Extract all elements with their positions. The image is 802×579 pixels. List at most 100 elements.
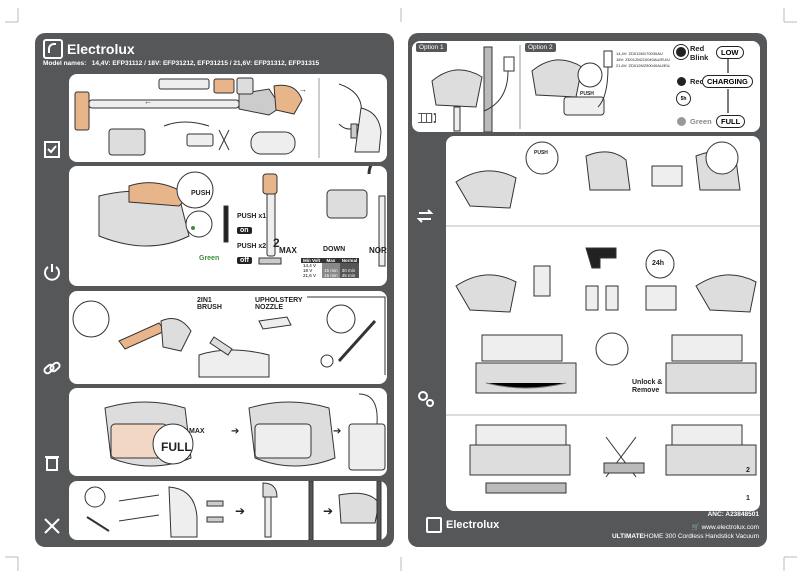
footer-website: 🛒 www.electrolux.com (692, 523, 759, 531)
svg-text:➔: ➔ (323, 504, 333, 518)
checklist-icon (39, 136, 65, 162)
tools-icon (39, 513, 65, 539)
mode-badge-2: 2 (273, 236, 280, 250)
filter-illustration (446, 141, 760, 313)
empty-full-label: FULL (161, 440, 192, 454)
model-label: Model names: (43, 60, 87, 67)
model-list: 14,4V: EFP31112 / 18V: EFP31212, EFP3121… (91, 60, 320, 67)
panel-empty: ➔ ➔ MAX FULL (69, 388, 387, 476)
power-symbol-icon (44, 264, 60, 281)
down-label: DOWN (323, 246, 346, 253)
led-blink-icon (676, 47, 686, 57)
step-1-label: 1 (746, 495, 750, 502)
timer-icon: 5h (676, 91, 691, 106)
anc-code: ANC: A23848501 (707, 511, 759, 518)
push-twice-label: PUSH x2 (237, 243, 267, 250)
filter-push-label: PUSH (534, 150, 548, 156)
bin-icon (39, 449, 65, 475)
mode-badge-1: 1 (370, 182, 375, 191)
empty-illustration: ➔ ➔ (104, 393, 386, 471)
runtime-header-normal: Normal (339, 258, 360, 263)
charging-badge: CHARGING (702, 75, 753, 88)
adapter-spec-1: 14,4V: ZD012M170030AU (616, 51, 663, 56)
link-icon (39, 355, 65, 381)
brand-name: Electrolux (67, 41, 135, 57)
max-label: MAX (279, 246, 297, 255)
charging-push-label: PUSH (580, 91, 594, 97)
unbox-footnote: *For selected models only (151, 152, 215, 158)
battery-level-icon (414, 111, 435, 125)
clipboard-icon (44, 141, 60, 158)
settings-icon (412, 385, 438, 411)
panel-wallmount: ➔ ➔ (69, 481, 387, 540)
step-2-label: 2 (746, 467, 750, 474)
svg-text:➔: ➔ (333, 426, 341, 437)
product-name-bold: ULTIMATE (611, 533, 644, 540)
panel-filter: PUSH 24h (446, 136, 760, 344)
led-red-icon (677, 77, 686, 86)
full-badge: FULL (716, 115, 746, 128)
brushroll-illustration (446, 332, 760, 494)
power-illustration (98, 166, 386, 267)
swap-icon (412, 203, 438, 229)
power-green-label: Green (199, 255, 220, 262)
red-blink-label: Red Blink (690, 44, 709, 62)
wallmount-illustration: ➔ ➔ (84, 481, 382, 540)
accessories-illustration (72, 296, 386, 378)
cart-icon: 🛒 (691, 524, 700, 531)
runtime-header-volt: Min Volt (301, 258, 323, 263)
timer-hours: 5h (680, 95, 687, 102)
svg-text:➔: ➔ (235, 504, 245, 518)
option-1-label: Option 1 (416, 43, 447, 52)
arrows-swap-icon (416, 209, 434, 223)
unbox-illustration: → ← (74, 77, 382, 158)
normal-label: NORMAL (369, 246, 387, 255)
nozzle-label: UPHOLSTERY NOZZLE (255, 297, 303, 311)
product-name-rest: HOME 300 Cordless Handstick Vacuum (643, 533, 759, 540)
panel-unbox: → ← *For selected models only (69, 74, 387, 162)
panel-accessories: 2IN1 BRUSH UPHOLSTERY NOZZLE (69, 291, 387, 384)
battery-icon (412, 105, 438, 131)
runtime-table: Min Volt Max Normal 14,4 V 18 V 15 min 3… (301, 258, 360, 278)
runtime-header-max: Max (322, 258, 340, 263)
svg-text:→: → (299, 85, 307, 94)
table-row: 18 V 15 min 30 min (301, 268, 360, 273)
gear-icon (418, 391, 434, 407)
footer-brand: Electrolux (426, 517, 499, 533)
svg-text:←: ← (144, 97, 152, 106)
charging-status: Red Blink Red 5h Green LOW CHARGING FULL (670, 41, 760, 132)
wrench-screwdriver-icon (44, 518, 60, 534)
off-badge: off (237, 257, 252, 264)
green-label: Green (690, 117, 712, 126)
on-badge: on (237, 227, 252, 234)
electrolux-logo-icon (43, 39, 63, 59)
adapter-spec-3: 21,6V: ZD012M250040AU/EU/UK (616, 63, 677, 68)
led-green-icon (677, 117, 686, 126)
push-once-label: PUSH x1 (237, 213, 267, 220)
power-push-hint: PUSH (191, 190, 211, 197)
charging-illustration (418, 45, 613, 132)
unlock-remove-label: Unlock & Remove (632, 379, 663, 394)
red-label: Red (690, 77, 705, 86)
trash-icon (45, 456, 59, 471)
product-name: ULTIMATEHOME 300 Cordless Handstick Vacu… (612, 533, 759, 540)
table-row: 21,6 V 15 min 45 min (301, 273, 360, 278)
right-page: Option 1 Option 2 PUSH 14,4V: ZD012M1700… (408, 33, 767, 547)
website-text: www.electrolux.com (701, 524, 759, 531)
footer-brand-name: Electrolux (446, 519, 500, 531)
electrolux-logo-icon (426, 517, 442, 533)
panel-brushroll: Unlock & Remove 2 1 (446, 323, 760, 511)
brand-header: Electrolux (43, 39, 135, 59)
dry-time-label: 24h (652, 260, 665, 267)
power-icon (39, 259, 65, 285)
svg-text:➔: ➔ (231, 426, 239, 437)
chain-link-icon (43, 361, 61, 375)
model-names: Model names: 14,4V: EFP31112 / 18V: EFP3… (43, 60, 319, 67)
empty-max-label: MAX (189, 428, 205, 435)
left-page: Electrolux Model names: 14,4V: EFP31112 … (35, 33, 394, 547)
status-arrows (727, 59, 729, 113)
table-row: 14,4 V (301, 263, 360, 268)
option-2-label: Option 2 (525, 43, 556, 52)
panel-power: PUSH Green PUSH x1 on PUSH x2 off MAX DO… (69, 166, 387, 286)
